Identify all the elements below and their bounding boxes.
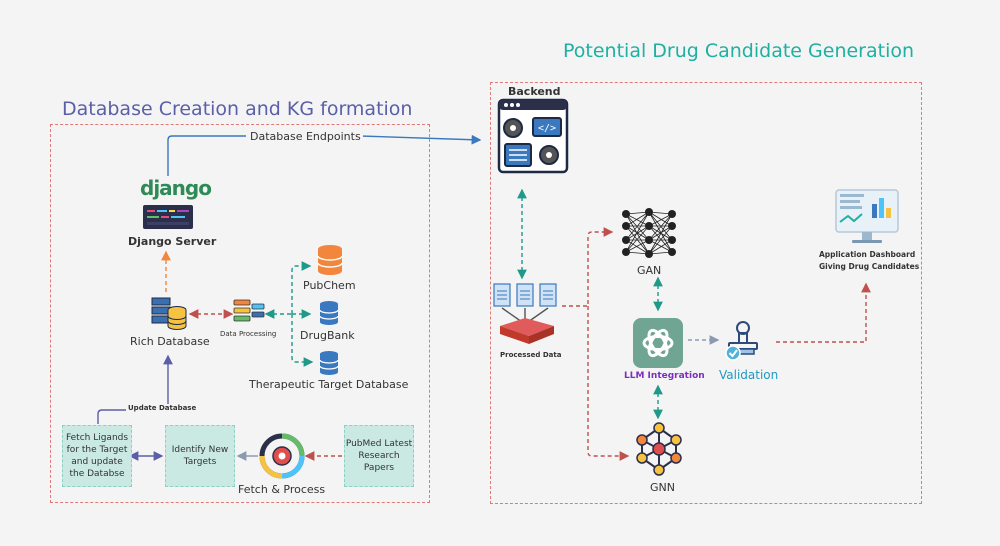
- rich-database-label: Rich Database: [130, 335, 210, 348]
- validation-stamp-icon: [724, 320, 762, 366]
- fetch-ligands-box: Fetch Ligands for the Target and update …: [62, 425, 132, 487]
- database-stack-icon: [150, 296, 188, 334]
- gnn-graph-icon: [632, 422, 686, 480]
- gan-label: GAN: [637, 264, 662, 277]
- django-logo: django: [140, 176, 212, 200]
- llm-integration-label: LLM Integration: [624, 371, 705, 381]
- dashboard-label-line2: Giving Drug Candidates: [819, 262, 920, 271]
- processed-data-icon: [492, 282, 562, 352]
- fetch-ligands-label: Fetch Ligands for the Target and update …: [65, 433, 129, 479]
- section-title-database-creation: Database Creation and KG formation: [62, 98, 413, 120]
- dashboard-label-line1: Application Dashboard: [819, 250, 916, 259]
- django-server-label: Django Server: [128, 235, 217, 248]
- fetch-process-gear-icon: [258, 432, 306, 484]
- left-section-box: [50, 124, 430, 503]
- drugbank-database-icon: [318, 300, 340, 330]
- server-rack-icon: [142, 204, 194, 234]
- update-database-label: Update Database: [126, 404, 199, 412]
- validation-label: Validation: [719, 368, 779, 382]
- identify-targets-label: Identify New Targets: [171, 445, 229, 467]
- right-section-box: [490, 82, 922, 504]
- processed-data-label: Processed Data: [500, 351, 562, 359]
- backend-label: Backend: [508, 85, 561, 98]
- llm-openai-icon: [633, 318, 683, 372]
- pubchem-database-icon: [316, 244, 344, 280]
- pubmed-label: PubMed Latest Research Papers: [345, 439, 413, 473]
- data-processing-label: Data Processing: [220, 330, 277, 338]
- dashboard-monitor-icon: [834, 188, 900, 250]
- gnn-label: GNN: [650, 481, 675, 494]
- ttd-database-icon: [318, 350, 340, 380]
- gan-network-icon: [620, 206, 678, 264]
- database-endpoints-label: Database Endpoints: [248, 130, 363, 143]
- pubchem-label: PubChem: [303, 279, 356, 292]
- section-title-drug-generation: Potential Drug Candidate Generation: [563, 40, 915, 62]
- backend-code-icon: </>: [497, 98, 569, 178]
- identify-targets-box: Identify New Targets: [165, 425, 235, 487]
- drugbank-label: DrugBank: [300, 329, 355, 342]
- pubmed-box: PubMed Latest Research Papers: [344, 425, 414, 487]
- svg-text:</>: </>: [538, 123, 556, 134]
- ttd-label: Therapeutic Target Database: [249, 378, 409, 391]
- fetch-process-label: Fetch & Process: [238, 483, 326, 496]
- data-processing-icon: [232, 298, 266, 330]
